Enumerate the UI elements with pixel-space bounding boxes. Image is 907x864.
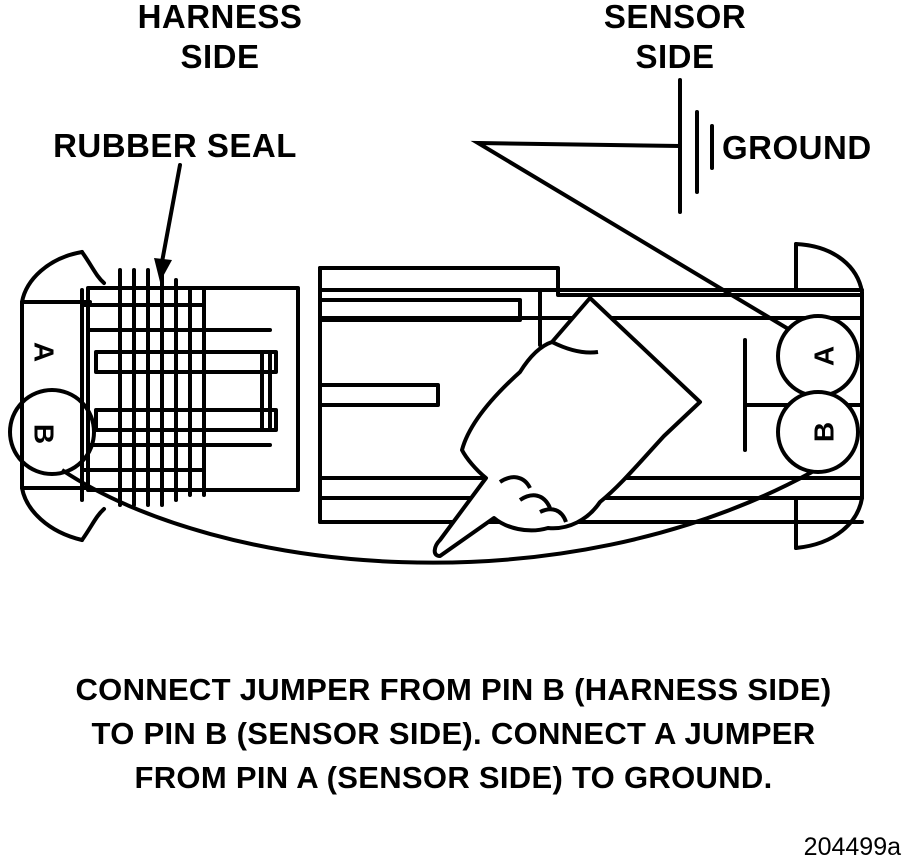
harness-side-label-line1: HARNESS xyxy=(137,0,303,35)
caption-line-3: FROM PIN A (SENSOR SIDE) TO GROUND. xyxy=(134,760,773,795)
caption-line-2: TO PIN B (SENSOR SIDE). CONNECT A JUMPER xyxy=(91,716,816,751)
figure-id: 204499a xyxy=(803,833,901,861)
connector-diagram: A B A B xyxy=(8,78,864,565)
ground-jumper-wire xyxy=(470,140,802,338)
rubber-seal-label: RUBBER SEAL xyxy=(53,127,297,164)
ground-symbol xyxy=(678,78,714,214)
harness-side-label-line2: SIDE xyxy=(180,38,260,75)
harness-pin-a-letter: A xyxy=(29,342,60,362)
harness-pin-b-letter: B xyxy=(29,424,60,444)
rubber-seal-leader-line xyxy=(160,163,182,264)
harness-connector xyxy=(20,250,300,542)
caption-line-1: CONNECT JUMPER FROM PIN B (HARNESS SIDE) xyxy=(75,672,832,707)
harness-side-label: HARNESS SIDE xyxy=(110,0,330,77)
harness-pin-b-circle xyxy=(8,388,96,476)
sensor-side-label-line1: SENSOR xyxy=(603,0,747,35)
pointing-hand-icon xyxy=(432,296,702,558)
sensor-side-label: SENSOR SIDE xyxy=(570,0,780,77)
sensor-pin-b-circle xyxy=(776,390,860,474)
pin-b-jumper-wire xyxy=(60,468,813,565)
ground-label: GROUND xyxy=(722,129,872,166)
sensor-side-label-line2: SIDE xyxy=(635,38,715,75)
sensor-pin-a-letter: A xyxy=(808,346,839,366)
instruction-caption: CONNECT JUMPER FROM PIN B (HARNESS SIDE)… xyxy=(0,668,907,800)
sensor-pin-b-letter: B xyxy=(808,422,839,442)
rubber-seal-arrowhead xyxy=(154,258,172,282)
